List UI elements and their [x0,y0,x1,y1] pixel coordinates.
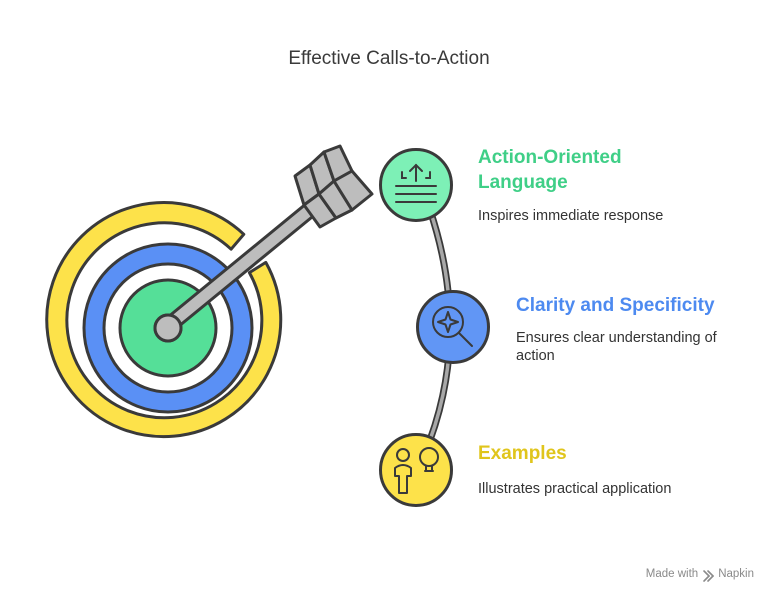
footer-brand: Napkin [718,568,754,580]
item-title-clarity: Clarity and Specificity [516,295,715,316]
footer-made-with: Made with [645,568,699,580]
target-outer-ring [45,201,283,439]
node-examples [379,433,453,507]
person-lightbulb-icon [394,447,439,494]
item-desc-clarity: Ensures clear understanding of action [516,330,717,364]
arrow-icon [153,144,374,343]
diagram-title: Effective Calls-to-Action [288,48,490,69]
item-title-action-language: Action-Oriented Language [478,147,622,193]
node-clarity [416,290,490,364]
upload-lines-icon [395,163,437,203]
item-desc-examples: Illustrates practical application [478,481,672,497]
item-desc-action-language: Inspires immediate response [478,208,664,224]
node-action-language [379,148,453,222]
magnifier-sparkle-icon [432,306,473,347]
napkin-logo-icon [703,570,714,582]
footer-credit: Made with Napkin [646,568,754,580]
item-title-examples: Examples [478,443,567,464]
